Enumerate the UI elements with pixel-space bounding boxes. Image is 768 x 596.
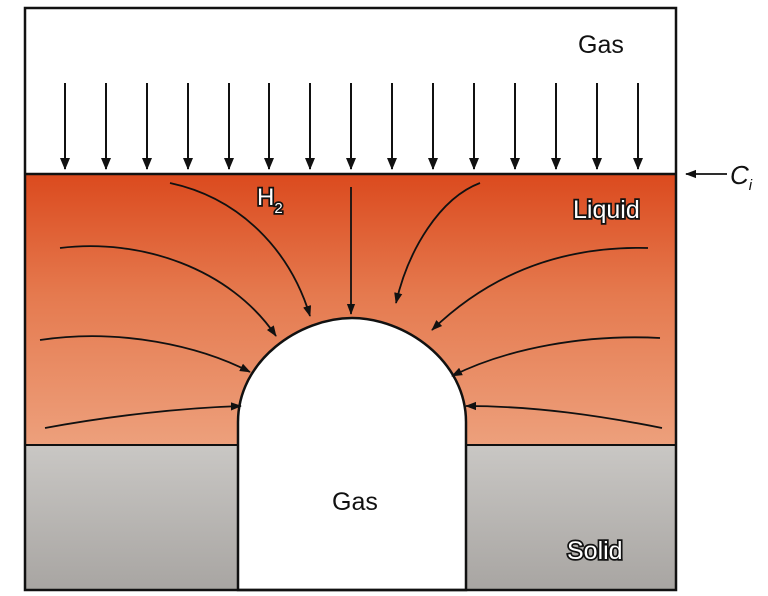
frame	[23, 6, 678, 592]
liquid-flux-lines	[39, 182, 663, 429]
gas-flux-arrows	[60, 83, 643, 170]
curved-arrow-icon	[394, 182, 481, 304]
curved-arrow-icon	[59, 245, 277, 337]
curved-arrow-icon	[39, 335, 251, 373]
gas-pore	[236, 316, 468, 592]
solid-label: Solid	[567, 537, 623, 565]
interface-concentration-label: Ci	[730, 160, 753, 194]
curved-arrow-icon	[44, 402, 242, 429]
curved-arrow-icon	[465, 401, 663, 429]
liquid-label: Liquid	[573, 196, 640, 224]
curved-arrow-icon	[169, 182, 312, 317]
curved-arrow-icon	[451, 336, 661, 377]
gas-top-label: Gas	[578, 31, 624, 59]
gas-pore-label: Gas	[332, 488, 378, 516]
hydrogen-label: H2	[257, 184, 283, 217]
curved-arrow-icon	[431, 247, 649, 331]
